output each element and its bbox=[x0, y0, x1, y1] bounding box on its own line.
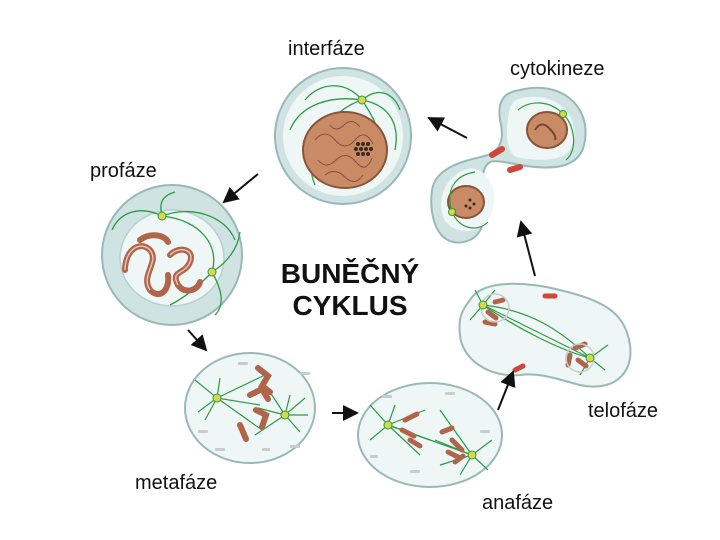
anaphase-cell bbox=[357, 382, 503, 488]
cleavage-furrow bbox=[512, 363, 526, 373]
nucleolus bbox=[354, 142, 373, 156]
cycle-arrows bbox=[187, 117, 536, 421]
phase-label-anaphase: anafáze bbox=[482, 492, 554, 514]
prophase-cell bbox=[101, 184, 243, 326]
phase-label-cytokinesis: cytokineze bbox=[510, 58, 605, 80]
cleavage-furrow bbox=[507, 164, 523, 173]
title-line-1: BUNĚČNÝ bbox=[280, 258, 420, 289]
chromosomes bbox=[399, 411, 466, 465]
nucleus bbox=[526, 111, 568, 149]
centrosome bbox=[357, 95, 367, 105]
arrow-telophase-to-cytokinesis bbox=[516, 220, 536, 277]
phase-label-metaphase: metafáze bbox=[135, 472, 218, 494]
metaphase-cell bbox=[184, 352, 316, 464]
phase-label-prophase: profáze bbox=[90, 160, 157, 182]
cleavage-furrow bbox=[489, 146, 505, 158]
arrow-anaphase-to-telophase bbox=[497, 370, 516, 411]
title-line-2: CYKLUS bbox=[292, 290, 408, 321]
arrow-prophase-to-metaphase bbox=[187, 329, 208, 352]
chromosomes bbox=[482, 297, 589, 369]
cytokinesis-cell bbox=[430, 86, 587, 244]
phase-label-interphase: interfáze bbox=[288, 38, 365, 60]
phase-label-telophase: telofáze bbox=[588, 400, 659, 422]
nucleus bbox=[447, 185, 485, 219]
arrow-interphase-to-prophase bbox=[222, 173, 259, 204]
interphase-cell bbox=[274, 67, 412, 205]
chromosomes bbox=[237, 365, 273, 442]
telophase-cell bbox=[458, 282, 632, 388]
nucleus bbox=[302, 111, 388, 189]
arrow-cytokinesis-to-interphase bbox=[427, 117, 468, 139]
diagram-title: BUNĚČNÝ CYKLUS bbox=[250, 258, 450, 322]
